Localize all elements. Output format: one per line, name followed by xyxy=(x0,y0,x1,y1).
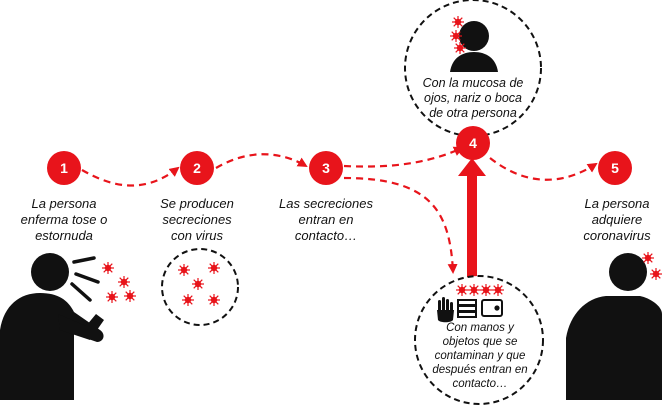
step-marker-4: 4 xyxy=(456,126,490,160)
virus-icon xyxy=(101,261,137,304)
step-1-label: La persona enferma tose o estornuda xyxy=(20,196,108,243)
cough-lines xyxy=(70,256,100,302)
step-number-3: 3 xyxy=(322,160,330,176)
step-number-2: 2 xyxy=(193,160,201,176)
step-4-label: Con la mucosa de ojos, nariz o boca de o… xyxy=(422,76,524,120)
step-marker-3: 3 xyxy=(309,151,343,185)
arrow-3-to-objects xyxy=(343,176,458,274)
person-head-icon xyxy=(450,21,498,72)
wallet-icon xyxy=(481,299,503,317)
step-2-label: Se producen secreciones con virus xyxy=(160,196,234,243)
objects-route-label: Con manos y objetos que se contaminan y … xyxy=(432,322,528,390)
objects-to-mucosa-arrowhead xyxy=(458,158,486,176)
step-marker-1: 1 xyxy=(47,151,81,185)
arrow-4-to-5 xyxy=(489,157,598,181)
person-coughing-icon xyxy=(0,253,104,400)
step-marker-2: 2 xyxy=(180,151,214,185)
step-number-4: 4 xyxy=(469,135,477,151)
arrow-2-to-3 xyxy=(215,153,308,169)
step-marker-5: 5 xyxy=(598,151,632,185)
step-5-label: La persona adquiere coronavirus xyxy=(583,196,651,243)
virus-cluster xyxy=(177,261,221,307)
arrow-3-to-4 xyxy=(343,146,464,168)
step-3-label: Las secreciones entran en contacto… xyxy=(279,196,373,243)
hand-icon xyxy=(437,297,454,323)
arrow-1-to-2 xyxy=(81,166,180,187)
step-number-5: 5 xyxy=(611,160,619,176)
objects-to-mucosa-arrow xyxy=(467,172,477,286)
person-infected-icon xyxy=(566,253,662,400)
books-icon xyxy=(457,299,477,318)
virus-cluster-circle xyxy=(161,248,239,326)
step-number-1: 1 xyxy=(60,160,68,176)
